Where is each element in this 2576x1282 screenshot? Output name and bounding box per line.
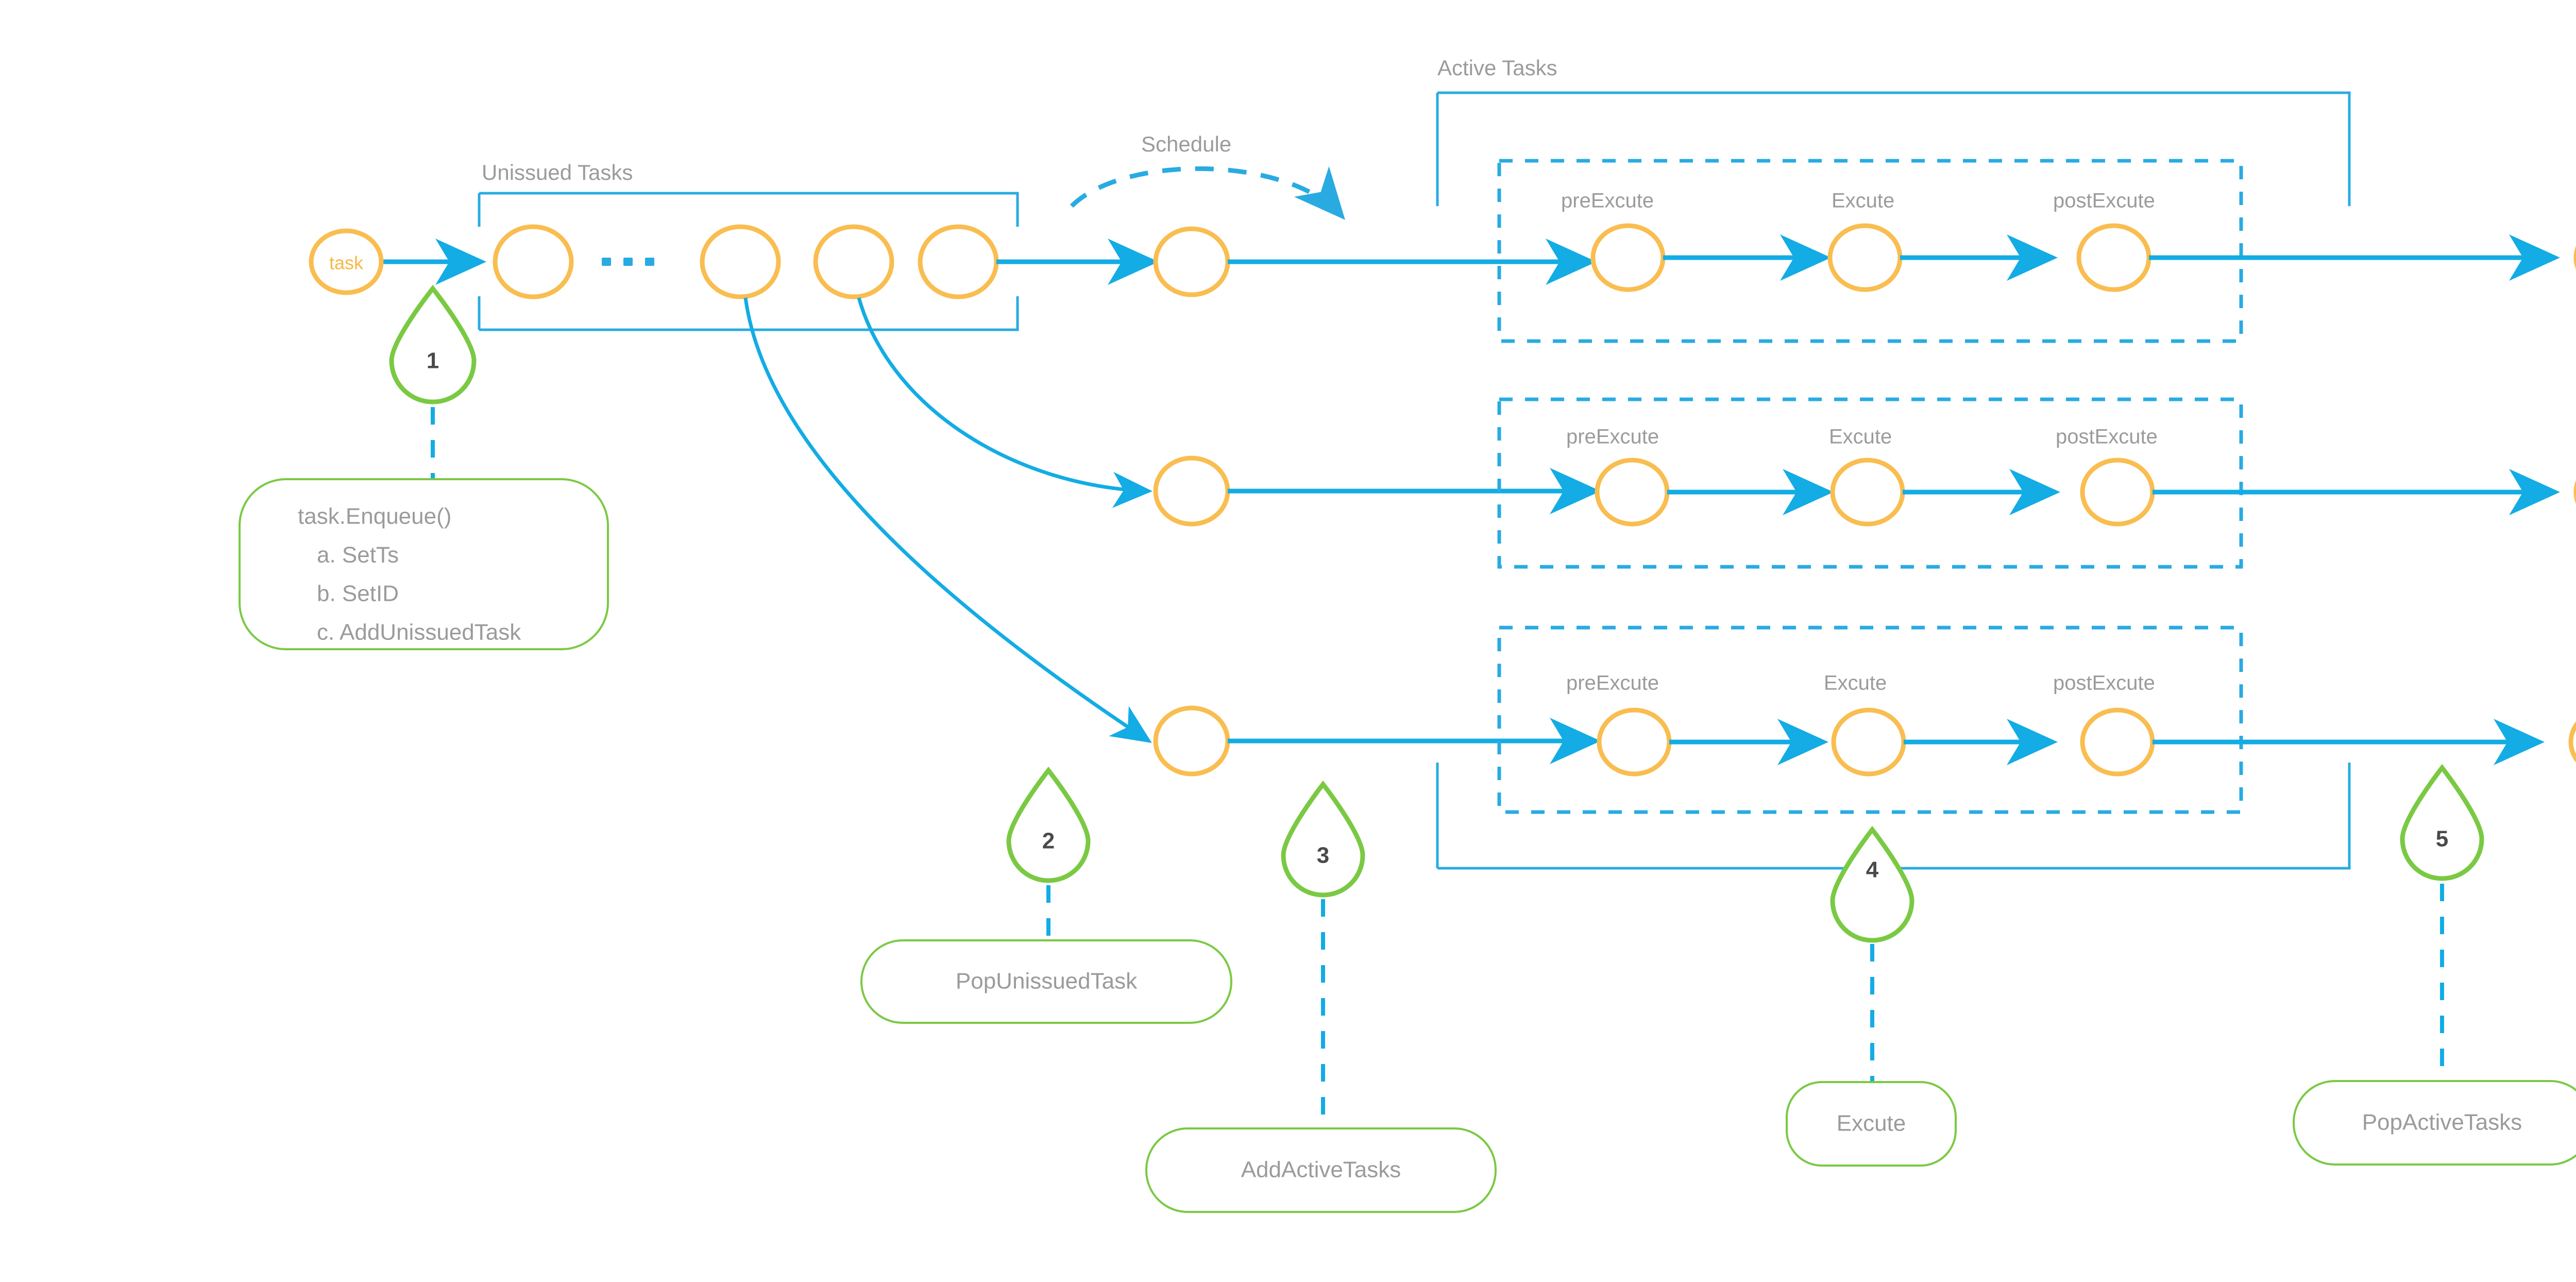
callout-3-label: AddActiveTasks: [1241, 1157, 1401, 1183]
row1-active-dashed-box: [1497, 159, 2243, 343]
queue-ellipsis-dot-2: [623, 258, 633, 266]
active-tasks-label: Active Tasks: [1437, 56, 1557, 80]
row2-node-postexcute[interactable]: [2080, 458, 2155, 527]
row1-node-preexcute[interactable]: [1590, 223, 1666, 292]
row3-label-preexcute: preExcute: [1566, 672, 1659, 695]
pin-marker-3[interactable]: [1281, 780, 1365, 898]
row1-dispatch-node[interactable]: [1153, 226, 1230, 297]
start-node-label: task: [329, 252, 364, 274]
row2-active-dashed-box: [1497, 397, 2243, 569]
unissued-tasks-bracket-bottom: [478, 296, 1019, 331]
edge-queue-to-row2: [857, 297, 1153, 508]
unissued-node-2[interactable]: [700, 224, 781, 299]
callout-4-label: Excute: [1837, 1111, 1906, 1136]
pin-marker-1[interactable]: [389, 284, 477, 404]
callout-box-5[interactable]: [2293, 1080, 2576, 1166]
unissued-node-4[interactable]: [918, 224, 999, 299]
row1-node-excute[interactable]: [1827, 223, 1903, 292]
row2-dispatch-node[interactable]: [1153, 456, 1230, 527]
unissued-node-3[interactable]: [813, 224, 894, 299]
row1-node-postexcute[interactable]: [2076, 223, 2151, 292]
pin-number-2: 2: [1042, 829, 1055, 854]
row3-dispatch-node[interactable]: [1153, 705, 1230, 777]
callout-box-4[interactable]: [1786, 1081, 1957, 1167]
pin-marker-5[interactable]: [2400, 764, 2484, 881]
row3-node-preexcute[interactable]: [1597, 707, 1672, 777]
queue-ellipsis-dot-1: [602, 258, 611, 266]
row3-label-excute: Excute: [1824, 672, 1887, 695]
start-node-task[interactable]: [309, 228, 384, 295]
pin-number-1: 1: [427, 348, 439, 374]
unissued-tasks-label: Unissued Tasks: [482, 160, 633, 184]
callout-box-2[interactable]: [860, 939, 1232, 1024]
row3-active-dashed-box: [1497, 626, 2243, 814]
callout-box-3[interactable]: [1145, 1127, 1497, 1213]
row2-label-excute: Excute: [1829, 426, 1892, 448]
pin-number-3: 3: [1317, 843, 1329, 868]
pin-marker-4[interactable]: [1830, 825, 1914, 943]
row3-label-postexcute: postExcute: [2053, 672, 2155, 695]
unissued-tasks-bracket-top: [478, 192, 1019, 227]
pin-number-4: 4: [1866, 857, 1879, 883]
callout-box-1[interactable]: [239, 478, 609, 650]
row3-node-done[interactable]: [2568, 710, 2576, 774]
callout-1-line-2: a. SetTs: [317, 543, 399, 568]
queue-ellipsis-dot-3: [645, 258, 654, 266]
row2-node-preexcute[interactable]: [1595, 458, 1670, 527]
callout-1-line-1: task.Enqueue(): [298, 504, 451, 529]
pin-number-5: 5: [2436, 826, 2448, 852]
schedule-dashed-arrow: [1070, 166, 1345, 220]
row2-label-postexcute: postExcute: [2056, 426, 2158, 448]
row3-node-postexcute[interactable]: [2080, 707, 2155, 777]
callout-5-label: PopActiveTasks: [2362, 1110, 2522, 1135]
row1-label-preexcute: preExcute: [1561, 190, 1654, 212]
row2-label-preexcute: preExcute: [1566, 426, 1659, 448]
callout-1-line-3: b. SetID: [317, 581, 399, 606]
row1-label-excute: Excute: [1832, 190, 1894, 212]
callout-1-line-4: c. AddUnissuedTask: [317, 620, 521, 645]
schedule-label: Schedule: [1141, 132, 1231, 156]
row3-node-excute[interactable]: [1831, 707, 1906, 777]
edge-queue-to-row3: [743, 297, 1152, 743]
pin-marker-2[interactable]: [1006, 766, 1091, 883]
callout-2-label: PopUnissuedTask: [956, 969, 1138, 994]
row1-label-postexcute: postExcute: [2053, 190, 2155, 212]
active-tasks-bracket-top: [1436, 91, 2351, 206]
active-tasks-bracket-bottom: [1436, 763, 2351, 870]
unissued-node-1[interactable]: [493, 224, 574, 299]
row2-node-excute[interactable]: [1830, 458, 1905, 527]
